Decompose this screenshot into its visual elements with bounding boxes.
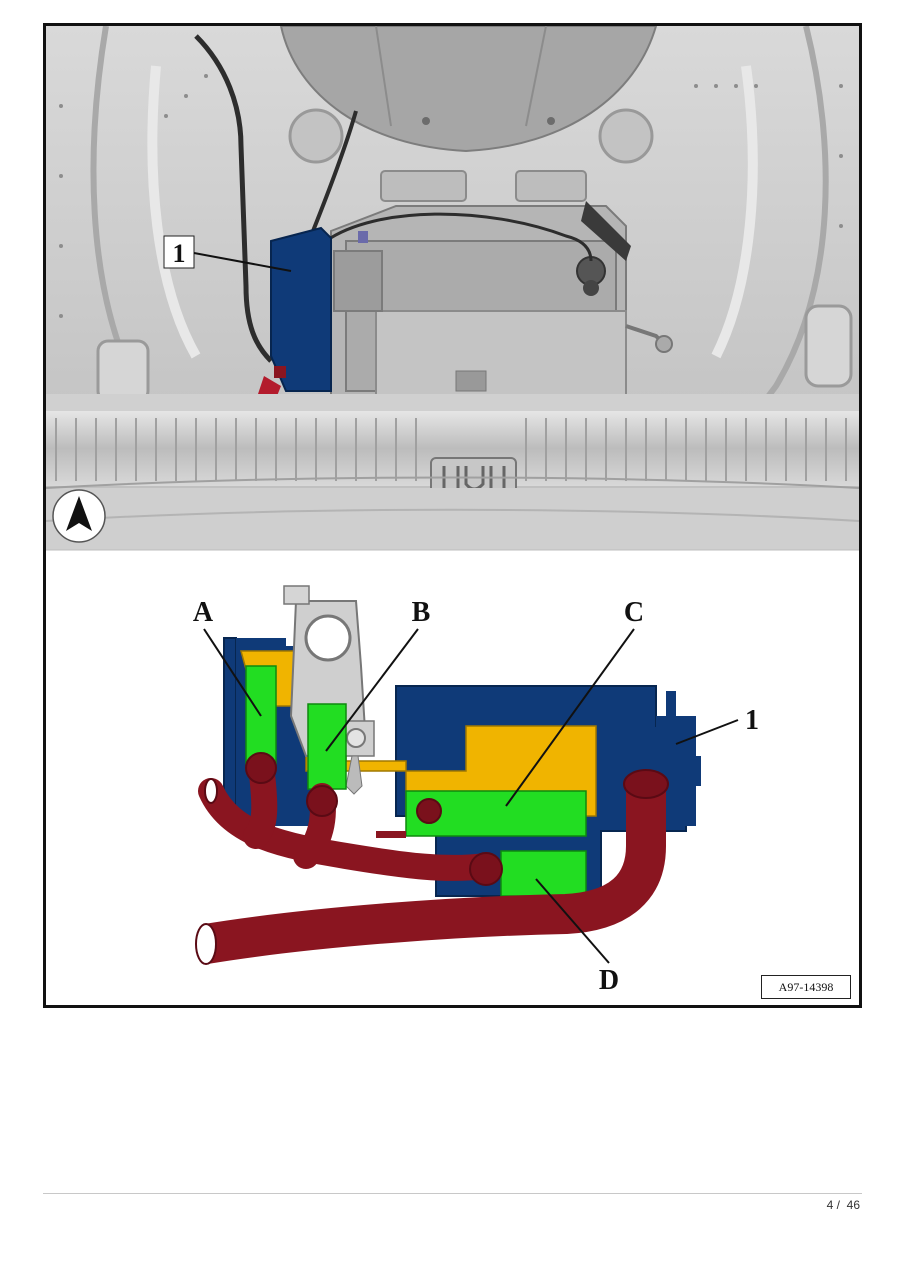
callout-label-B: B [412,597,431,628]
figure-frame: 1 [43,23,862,1008]
callout-A: A [193,597,262,717]
figure-id-label: A97-14398 [761,975,851,999]
callout-label-1-top: 1 [173,239,186,268]
callout-label-A: A [193,597,214,628]
figure-illustration: 1 [46,26,859,996]
fuse-box-detail-drawing [195,585,701,965]
callout-label-1-bottom: 1 [745,705,759,736]
callout-B: B [325,597,431,752]
callout-label-C: C [624,597,644,628]
footer-divider [43,1193,862,1194]
trunk-overview-image [46,26,859,550]
callout-label-D: D [599,965,619,996]
callout-C: C [505,597,644,807]
fuse-D [500,850,587,897]
fuse-C [405,790,587,837]
callout-D: D [535,878,619,996]
callout-part-1-top: 1 [163,235,292,272]
fuse-B [307,703,347,790]
direction-arrow-icon [52,489,106,543]
callout-part-1-bottom: 1 [675,705,759,745]
page-number: 4 / 46 [826,1198,860,1212]
